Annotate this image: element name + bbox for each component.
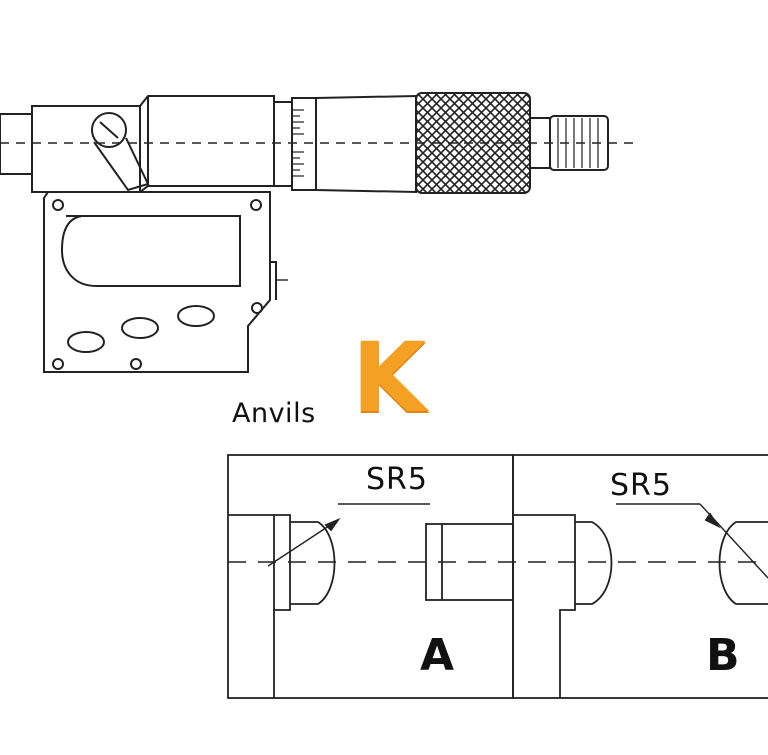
spherical-anvil-b: [720, 522, 768, 604]
plate-window: [62, 216, 240, 286]
sphere-radius-label-a: SR5: [366, 462, 428, 497]
body-block: [32, 96, 274, 192]
brand-logo: K: [352, 330, 426, 426]
spindle-stub: [0, 114, 32, 174]
spherical-anvil-a: [290, 522, 335, 604]
anvil-label-b: B: [706, 630, 740, 681]
mounting-plate: [44, 192, 288, 372]
anvils-heading: Anvils: [232, 398, 316, 429]
flat-anvil-b: [575, 522, 612, 604]
thimble: [316, 96, 416, 192]
anvil-panels: [228, 455, 768, 698]
sphere-radius-label-b: SR5: [610, 468, 672, 503]
anvil-label-a: A: [420, 630, 454, 681]
